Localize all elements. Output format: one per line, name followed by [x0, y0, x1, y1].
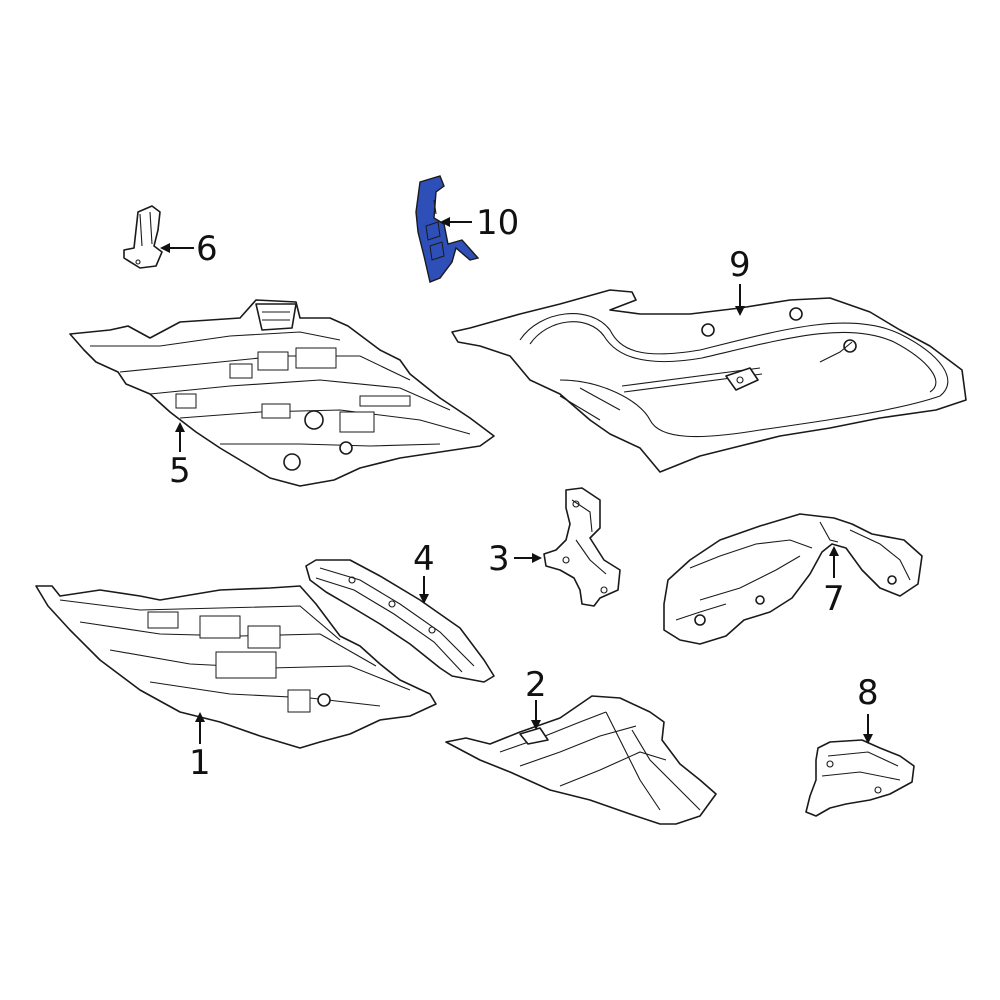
callout-7: 7 [823, 579, 845, 619]
callout-2: 2 [525, 665, 547, 705]
part-6-clip[interactable] [123, 205, 163, 269]
part-1-front-shield[interactable] [35, 585, 437, 749]
callout-8: 8 [857, 673, 879, 713]
part-8-liner[interactable] [805, 739, 915, 817]
part-9-underbody-panel[interactable] [451, 289, 967, 473]
part-4-rail[interactable] [305, 559, 495, 683]
callout-1: 1 [189, 743, 211, 783]
part-7-wheel-liner[interactable] [663, 513, 923, 645]
callout-9: 9 [729, 245, 751, 285]
callout-4: 4 [413, 539, 435, 579]
part-5-underbody-panel[interactable] [69, 299, 495, 487]
callout-10: 10 [476, 203, 519, 243]
part-3-bracket[interactable] [543, 487, 621, 607]
callout-5: 5 [169, 451, 191, 491]
callout-leaders [160, 217, 873, 744]
part-2-rear-shield[interactable] [445, 695, 717, 825]
callout-labels: 10 6 9 5 3 4 7 1 2 8 [169, 203, 879, 783]
callout-3: 3 [488, 539, 510, 579]
callout-6: 6 [196, 229, 218, 269]
part-10-bracket[interactable] [415, 175, 480, 283]
